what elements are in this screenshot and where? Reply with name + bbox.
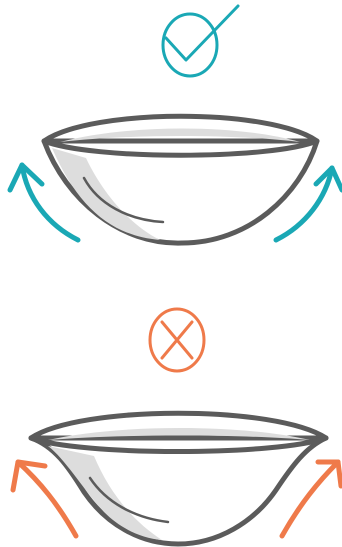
panel-incorrect [13,309,341,544]
contact-lens-correct [44,116,317,243]
checkmark-circle-icon [163,6,238,76]
arrow-left-down [13,462,76,536]
panel-correct [10,6,342,243]
contact-lens-inside-out [31,413,326,544]
cross-circle-icon [150,309,204,371]
